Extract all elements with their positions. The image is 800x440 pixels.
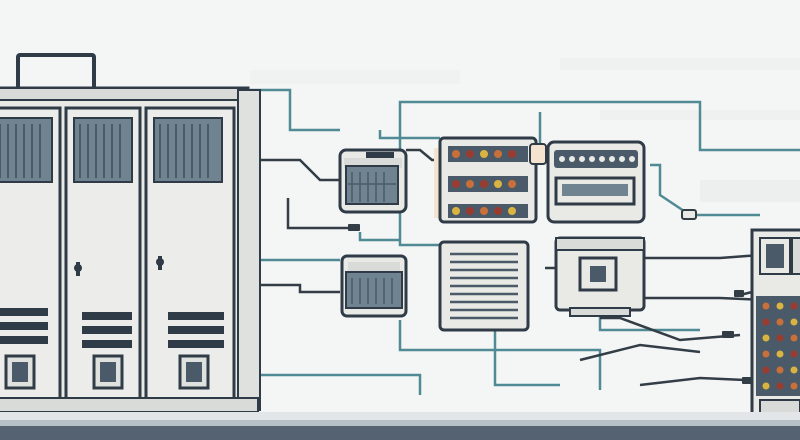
terminal-rack-right xyxy=(750,228,800,422)
screen-icon xyxy=(345,165,399,205)
teal-wires xyxy=(250,88,800,395)
monitor-device-small xyxy=(338,148,408,214)
cabinet-group xyxy=(0,53,261,413)
cabinet-right xyxy=(144,106,236,406)
vented-power-unit xyxy=(438,240,530,332)
router-device xyxy=(340,254,408,318)
breaker-panel-device xyxy=(434,136,547,224)
floor-strip xyxy=(0,412,800,440)
cabinet-left xyxy=(0,106,62,406)
cabinet-handle-top xyxy=(16,53,96,93)
router-icon xyxy=(345,271,403,309)
dark-wires xyxy=(250,148,766,387)
cabinet-right-vent-icon xyxy=(153,117,223,183)
controller-box-device xyxy=(546,140,646,224)
meter-box-device xyxy=(554,236,646,317)
wire-plugs xyxy=(348,209,752,384)
cabinet-middle xyxy=(64,106,142,406)
vent-icon xyxy=(450,252,518,320)
